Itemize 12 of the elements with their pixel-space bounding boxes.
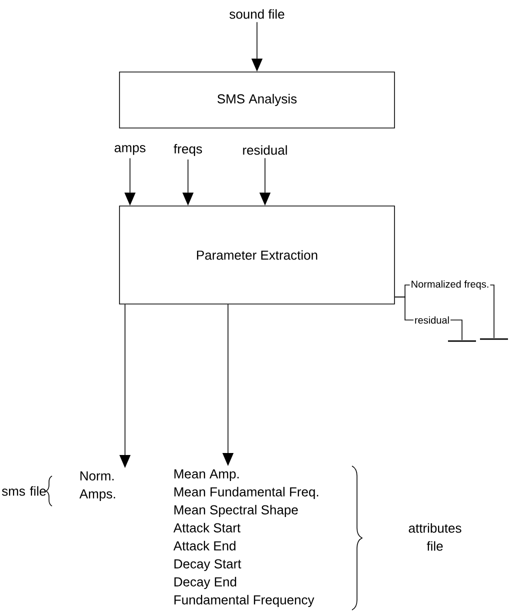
brace-label: attributes file: [408, 523, 462, 551]
attribute-list: Mean Amp. Mean Fundamental Freq. Mean Spectral Shape Attack Start Attack End Decay Start Decay End Fundamental Frequency: [173, 469, 318, 608]
flow-label: residual: [243, 145, 287, 155]
process-box: SMS Analysis: [119, 72, 395, 128]
process-box: Parameter Extraction: [119, 206, 395, 304]
edge-label: Normalized freqs.: [410, 279, 490, 291]
edge-label: residual: [413, 315, 450, 325]
flow-label: freqs: [174, 144, 202, 156]
brace-label: sms file: [2, 486, 46, 496]
flow-label: sound file: [230, 9, 284, 19]
flow-label: amps: [114, 145, 146, 155]
flow-label: Norm. Amps.: [79, 471, 116, 502]
